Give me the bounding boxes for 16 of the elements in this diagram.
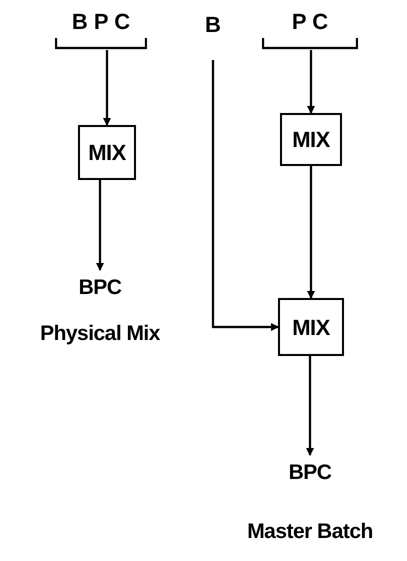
arrow: [306, 356, 314, 456]
output-label: BPC: [288, 460, 332, 486]
arrow: [307, 50, 315, 114]
arrow: [96, 180, 104, 271]
output-label: BPC: [78, 275, 122, 301]
arrow: [212, 60, 279, 331]
input-label: P C: [292, 8, 328, 36]
input-label: B P C: [72, 8, 130, 36]
process-box: MIX: [278, 298, 344, 356]
output-label: Physical Mix: [40, 321, 160, 347]
output-label: Master Batch: [247, 519, 373, 545]
input-label: B: [205, 11, 221, 39]
arrow: [103, 50, 111, 126]
process-box: MIX: [280, 113, 342, 166]
process-box: MIX: [78, 125, 136, 180]
arrow: [307, 166, 315, 299]
